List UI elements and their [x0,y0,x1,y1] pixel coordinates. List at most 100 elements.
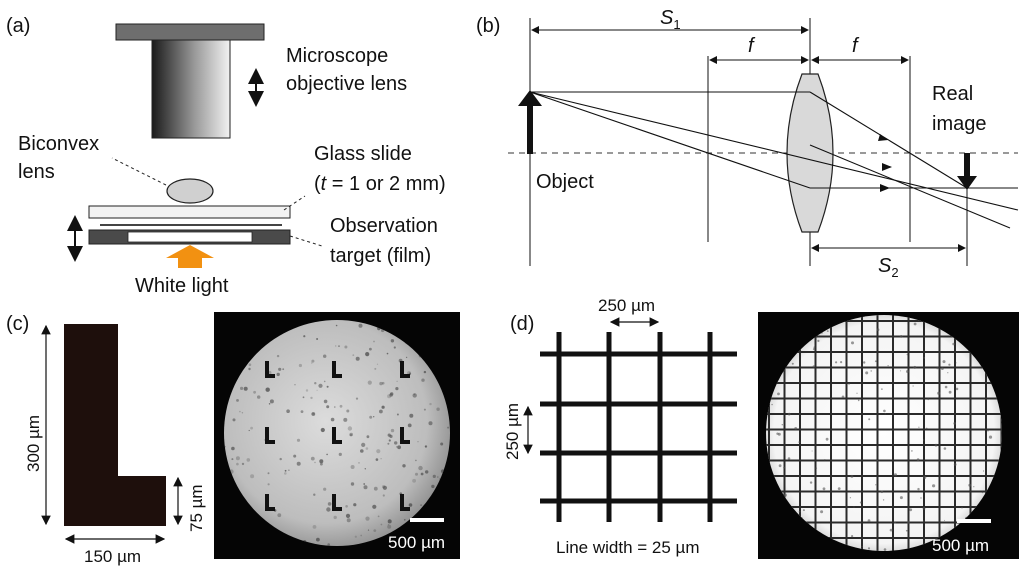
speckle-dot [944,385,948,389]
s2-label: S2 [878,255,899,280]
speckle-dot [248,363,252,367]
mesh-vertical-line [861,315,863,551]
speckle-dot [373,486,378,491]
speckle-dot [381,405,385,409]
panel-c-label: (c) [6,313,29,335]
speckle-dot [859,501,862,504]
speckle-dot [853,506,855,508]
ray-extra [809,144,1011,229]
speckle-dot [412,478,416,483]
speckle-dot [396,413,399,416]
speckle-dot [232,418,236,422]
l-mark [400,427,410,444]
speckle-dot [944,519,946,521]
speckle-dot [354,535,357,538]
speckle-dot [429,402,432,406]
speckle-dot [822,487,826,491]
speckle-dot [424,445,428,448]
speckle-dot [420,504,422,506]
micrograph-c-l-marks [265,361,410,511]
slide-label-1: Glass slide [314,143,412,165]
vpitch-label: 250 µm [503,403,522,460]
speckle-dot [377,515,380,518]
speckle-dot [303,335,306,338]
mesh-vertical-line [876,315,879,551]
speckle-dot [436,407,440,411]
speckle-dot [335,324,338,327]
speckle-dot [988,435,993,439]
real-image-label-2: image [932,113,986,135]
speckle-dot [363,485,368,490]
speckle-dot [367,380,372,385]
speckle-dot [781,424,783,426]
l-mark [400,494,410,511]
speckle-dot [771,403,773,406]
l-mark [332,361,342,378]
speckle-dot [925,427,928,430]
speckle-dot [942,360,946,364]
speckle-dot [311,362,313,364]
ray-arrowhead [880,184,890,192]
speckle-dot [899,335,903,338]
speckle-dot [868,418,871,421]
speckle-dot [394,441,398,445]
speckle-dot [415,459,417,462]
speckle-dot [338,452,342,456]
speckle-dot [231,446,235,451]
speckle-dot [375,458,379,461]
mesh-vertical-line [799,315,801,551]
speckle-dot [253,390,256,394]
speckle-dot [326,453,328,456]
speckle-dot [335,345,337,347]
speckle-dot [349,433,353,437]
speckle-dot [907,520,910,524]
speckle-dot [293,454,297,458]
speckle-dot [953,463,957,466]
mesh-vertical-line [938,315,941,551]
grid-vertical-line [606,332,612,522]
speckle-dot [380,458,382,460]
speckle-dot [889,528,893,532]
speckle-dot [922,507,926,510]
speckle-dot [905,529,908,532]
speckle-dot [350,482,355,486]
speckle-dot [418,465,423,471]
speckle-dot [880,490,884,494]
speckle-dot [338,345,340,347]
mesh-vertical-line [985,315,987,551]
mesh-horizontal-line [766,382,1002,384]
speckle-dot [887,365,889,367]
mesh-vertical-line [783,315,786,551]
l-pattern [64,324,166,526]
height-label: 300 µm [24,415,43,472]
speckle-dot [849,497,852,499]
speckle-dot [334,406,336,408]
mesh-horizontal-line [766,320,1002,322]
speckle-dot [388,439,391,442]
object-arrow-head [518,90,542,106]
speckle-dot [310,396,313,400]
speckle-dot [365,447,369,450]
speckle-dot [250,474,255,479]
speckle-dot [239,410,241,413]
panel-b: (b) S1 f f S2 Object [476,7,1019,280]
speckle-dot [314,461,316,464]
speckle-dot [851,535,854,538]
speckle-dot [835,361,838,364]
speckle-dot [826,330,829,332]
speckle-dot [876,459,878,462]
speckle-dot [284,469,287,472]
speckle-dot [286,409,290,414]
speckle-dot [813,346,816,349]
speckle-dot [778,464,782,468]
speckle-dot [431,484,435,489]
speckle-dot [867,547,871,550]
speckle-dot [296,461,301,466]
speckle-dot [881,388,883,390]
speckle-dot [811,450,813,452]
speckle-dot [323,487,327,491]
speckle-dot [787,412,791,416]
speckle-dot [314,382,317,385]
speckle-dot [373,529,377,532]
speckle-dot [415,472,418,476]
